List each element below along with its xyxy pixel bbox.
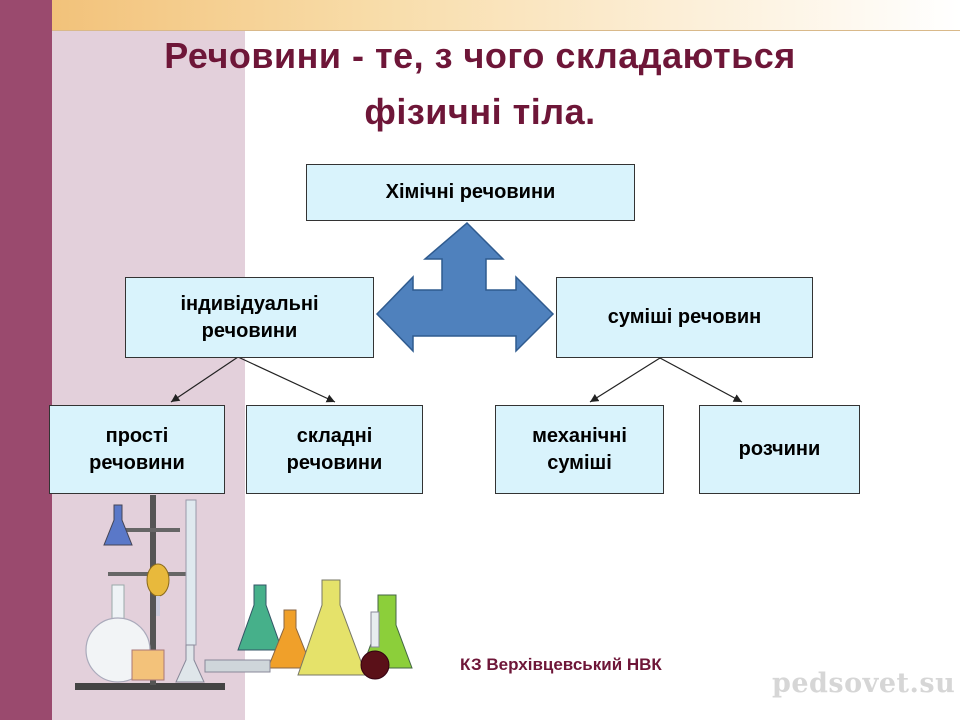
top-gradient-bar [52, 0, 960, 31]
connector-to-solutions [659, 357, 743, 403]
three-way-arrow-icon [375, 221, 555, 353]
mechanical-mixtures-box: механічні суміші [495, 405, 664, 494]
complex-substances-box: складні речовини [246, 405, 423, 494]
watermark: pedsovet.su [772, 668, 956, 699]
left-pink-panel [52, 0, 245, 720]
individual-substances-box: індивідуальні речовини [125, 277, 374, 358]
mixtures-box: суміші речовин [556, 277, 813, 358]
footer-school-name: КЗ Верхівцевський НВК [460, 655, 662, 674]
lab-glassware-illustration [75, 495, 413, 690]
simple-substances-box: прості речовини [49, 405, 225, 494]
connector-to-simple [170, 356, 239, 403]
root-box: Хімічні речовини [306, 164, 635, 221]
slide-title-line1: Речовини - те, з чого складаються [164, 35, 796, 76]
left-accent-strip [0, 0, 52, 720]
solutions-box: розчини [699, 405, 860, 494]
slide-title-line2: фізичні тіла. [364, 91, 596, 132]
connector-to-complex [237, 356, 336, 403]
slide-title: Речовини - те, з чого складаються фізичн… [60, 28, 900, 140]
connector-to-mechanical [589, 357, 661, 403]
